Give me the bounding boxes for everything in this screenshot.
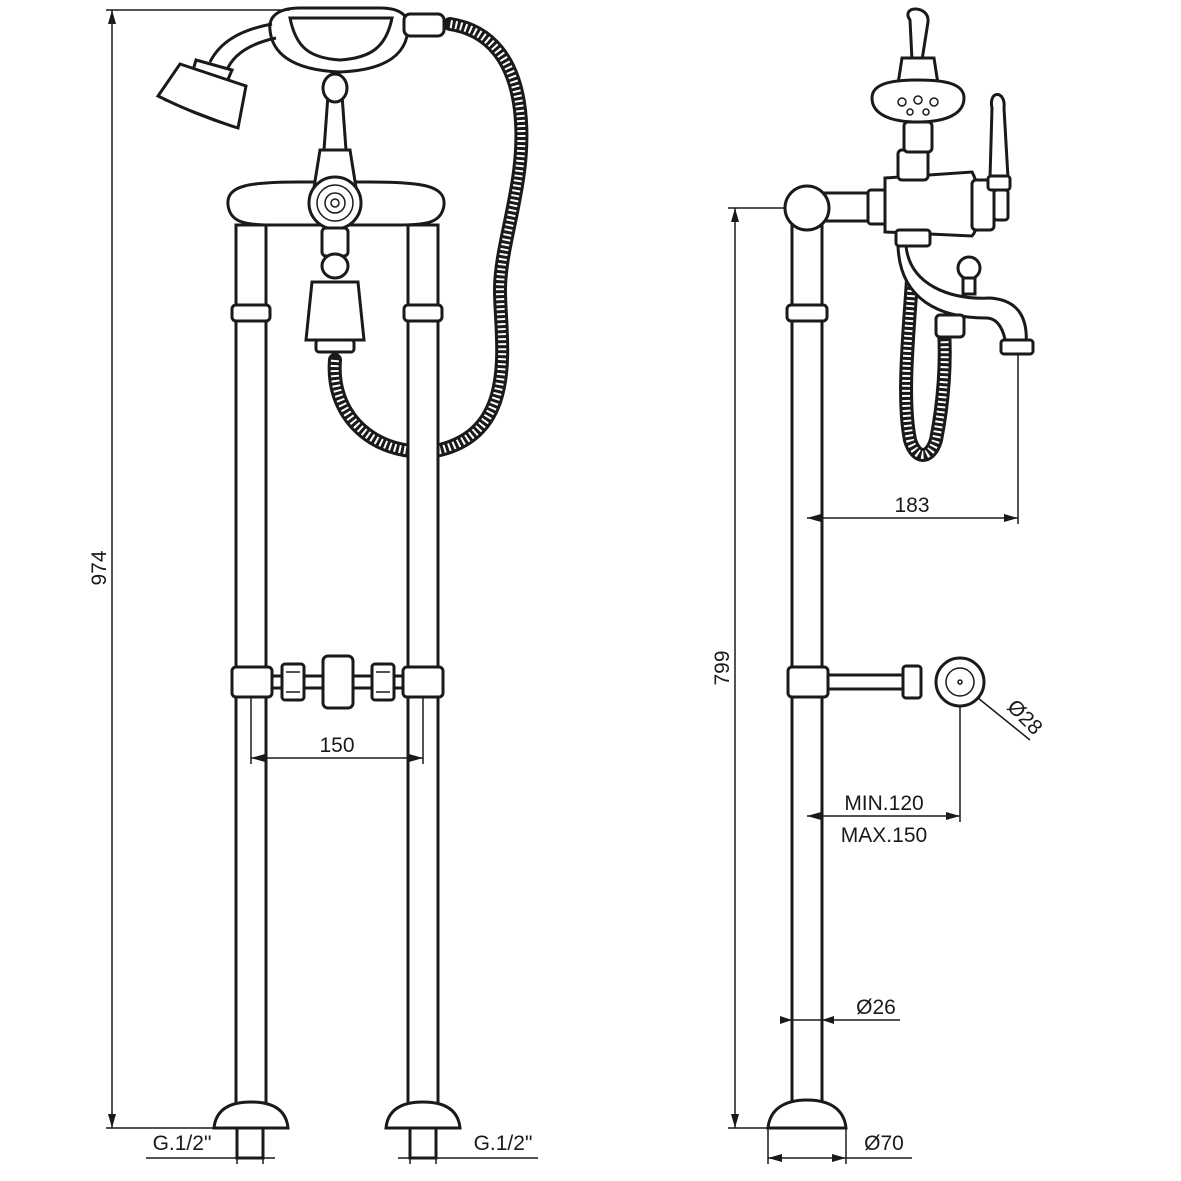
dim-pipe-diameter: Ø26 bbox=[856, 996, 896, 1019]
dimension-lines bbox=[106, 9, 1031, 1164]
shower-hose bbox=[327, 17, 529, 459]
side-shower-head bbox=[870, 7, 966, 154]
side-mixer-body bbox=[883, 93, 1012, 248]
dim-base-diameter: Ø70 bbox=[864, 1132, 904, 1155]
front-diverter bbox=[304, 226, 366, 354]
front-right-base bbox=[384, 1100, 462, 1160]
side-hose bbox=[899, 273, 952, 462]
side-elbow bbox=[783, 184, 888, 232]
front-lower-bracket bbox=[230, 654, 445, 710]
dim-wall-max: MAX.150 bbox=[841, 824, 927, 847]
dim-inlet-spacing: 150 bbox=[319, 734, 354, 757]
left-upper-ring bbox=[230, 303, 272, 323]
side-pipe bbox=[790, 208, 824, 1115]
shower-handset bbox=[155, 22, 277, 130]
right-upper-ring bbox=[402, 303, 444, 323]
dim-total-height: 974 bbox=[88, 550, 111, 585]
side-view bbox=[766, 7, 1035, 1130]
handset-cradle bbox=[268, 6, 446, 74]
side-upper-ring bbox=[785, 303, 829, 323]
dim-bracket-diameter: Ø28 bbox=[1002, 695, 1046, 739]
front-mixer-body bbox=[226, 72, 446, 231]
front-view bbox=[155, 6, 529, 1160]
dim-spout-height: 799 bbox=[711, 650, 734, 685]
dim-wall-min: MIN.120 bbox=[844, 792, 923, 815]
side-spout bbox=[896, 244, 1035, 356]
side-base bbox=[766, 1098, 848, 1130]
dim-inlet-right: G.1/2" bbox=[474, 1132, 533, 1155]
front-left-base bbox=[212, 1100, 290, 1160]
dim-inlet-left: G.1/2" bbox=[153, 1132, 212, 1155]
dim-spout-reach: 183 bbox=[894, 494, 929, 517]
